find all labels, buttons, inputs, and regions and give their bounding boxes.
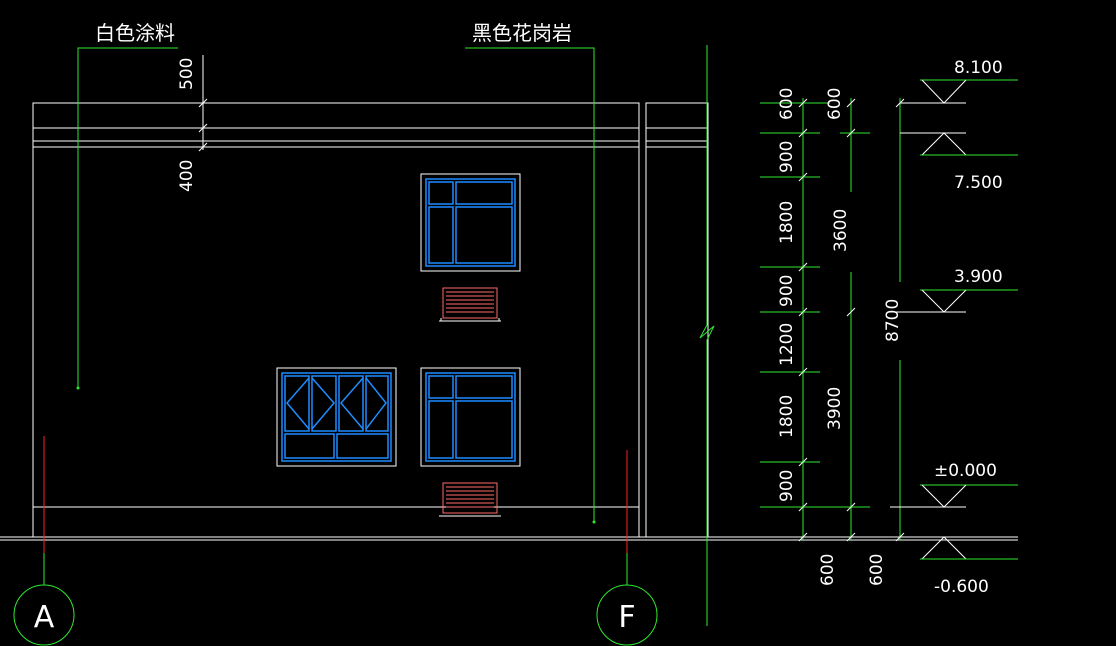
elevation-label-second-floor: 3.900 (954, 267, 1003, 287)
building-outline (0, 102, 1018, 541)
elevation-marker-grade: -0.600 (920, 536, 1018, 597)
dim-8700: 8700 (883, 299, 903, 342)
axis-marker-f: F (596, 450, 658, 646)
window-lower-right (420, 367, 521, 467)
material-label-black-granite: 黑色花岗岩 (472, 21, 572, 45)
window-upper (420, 173, 521, 272)
elevation-marker-ground: ±0.000 (890, 461, 1018, 508)
window-lower-left (276, 367, 397, 467)
dim-1200: 1200 (777, 323, 797, 366)
dim-3600: 3600 (831, 209, 851, 252)
elevation-marker-parapet: 7.500 (900, 132, 1018, 193)
leader-white-paint: 白色涂料 (76, 21, 178, 390)
axis-marker-a: A (13, 436, 75, 646)
dim-column-2: 600 3600 3900 600 (825, 88, 887, 586)
elevation-label-top: 8.100 (954, 58, 1003, 78)
dim-left-500: 500 (177, 58, 197, 90)
dim-3900: 3900 (825, 387, 845, 430)
dim-600-top: 600 (777, 88, 797, 120)
ac-unit-lower (439, 482, 501, 517)
ac-unit-upper (439, 287, 501, 322)
material-label-white-paint: 白色涂料 (95, 21, 175, 45)
axis-label-f: F (618, 600, 635, 635)
dim-600-bottom-b: 600 (867, 554, 887, 586)
elevation-label-ground: ±0.000 (934, 461, 997, 481)
dim-900-c: 900 (777, 470, 797, 502)
leader-black-granite: 黑色花岗岩 (465, 21, 596, 524)
elevation-label-parapet: 7.500 (954, 173, 1003, 193)
dim-column-1: 600 900 1800 900 1200 1800 900 600 (760, 88, 870, 586)
dim-900-a: 900 (777, 141, 797, 173)
dim-600-bottom-a: 600 (818, 554, 838, 586)
dim-left-400: 400 (177, 160, 197, 192)
elevation-marker-second-floor: 3.900 (890, 267, 1018, 313)
dim-1800-a: 1800 (777, 201, 797, 244)
dim-900-b: 900 (777, 275, 797, 307)
dim-600-col2: 600 (825, 88, 845, 120)
axis-label-a: A (34, 600, 55, 635)
elevation-marker-top: 8.100 (900, 58, 1018, 104)
elevation-label-grade: -0.600 (934, 577, 989, 597)
dim-column-3: 8700 (883, 98, 905, 542)
break-line (699, 45, 715, 626)
dim-1800-b: 1800 (777, 395, 797, 438)
left-dimensions: 500 400 (177, 55, 208, 192)
